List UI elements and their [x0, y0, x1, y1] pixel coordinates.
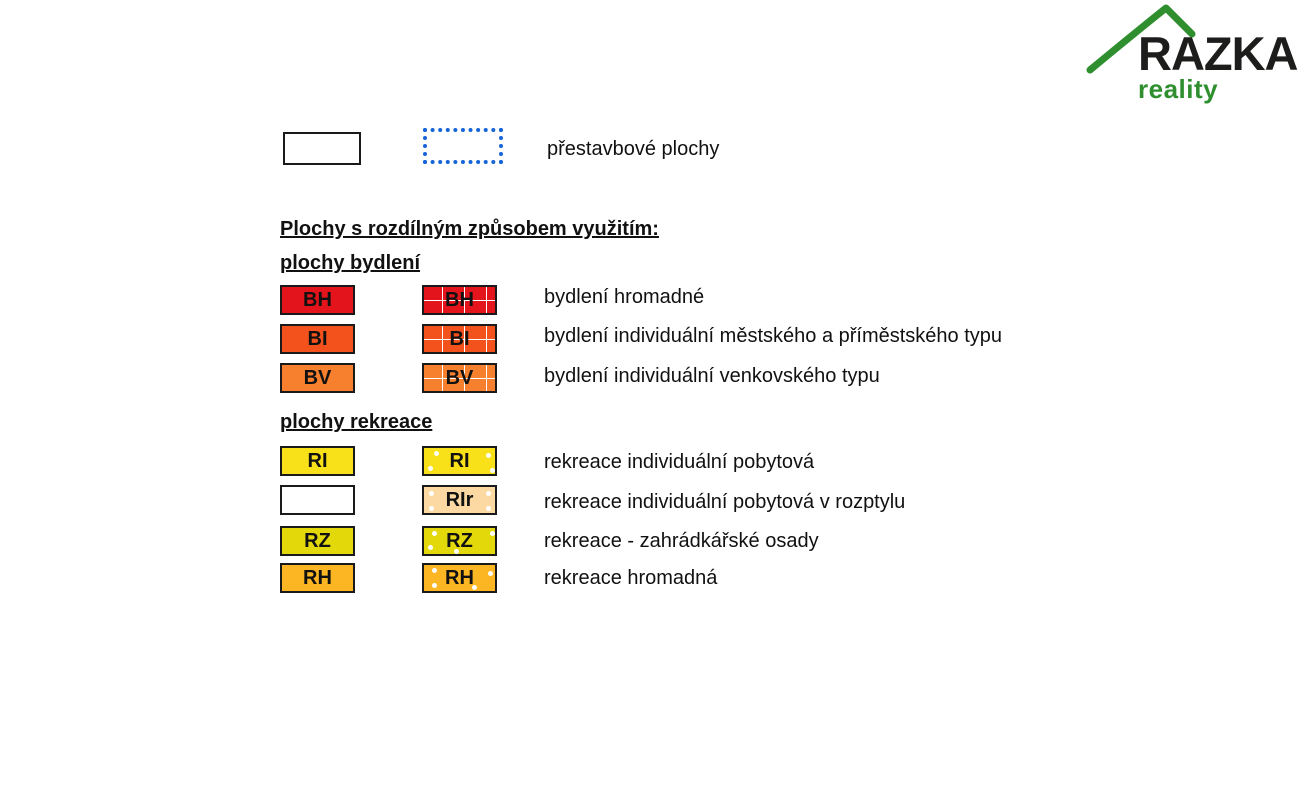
- recreation-label: rekreace individuální pobytová v rozptyl…: [544, 491, 906, 513]
- swatch-code: RH: [445, 567, 474, 589]
- recreation-swatch: RI: [280, 446, 355, 476]
- housing-label: bydlení hromadné: [544, 286, 705, 308]
- recreation-label: rekreace - zahrádkářské osady: [544, 530, 819, 552]
- recreation-label: rekreace individuální pobytová: [544, 451, 815, 473]
- housing-swatch: BH: [280, 285, 355, 315]
- section-heading: Plochy s rozdílným způsobem využitím:: [280, 218, 659, 240]
- housing-swatch: BV: [280, 363, 355, 393]
- logo-subtitle: reality: [1138, 74, 1219, 104]
- swatch-code: RI: [307, 450, 328, 472]
- swatch-code: BV: [303, 367, 332, 389]
- razka-logo: RAZKA reality: [1086, 4, 1304, 104]
- swatch-code: BH: [445, 289, 474, 311]
- swatch-code: BH: [303, 289, 332, 311]
- recreation-swatch-patterned: RH: [422, 563, 497, 593]
- dashed-outline-box: [423, 128, 503, 164]
- swatch-code: RI: [449, 450, 470, 472]
- swatch-code: RH: [303, 567, 332, 589]
- swatch-code: RZ: [446, 530, 473, 552]
- recreation-heading: plochy rekreace: [280, 411, 433, 433]
- swatch-code: BV: [445, 367, 474, 389]
- outline-box: [283, 132, 361, 165]
- swatch-code: BI: [307, 328, 328, 350]
- swatch-code: RZ: [304, 530, 331, 552]
- housing-swatch: BI: [280, 324, 355, 354]
- housing-heading: plochy bydlení: [280, 252, 421, 274]
- housing-swatch-patterned: BI: [422, 324, 497, 354]
- roof-icon: [1086, 4, 1196, 74]
- swatch-code: RIr: [445, 489, 474, 511]
- recreation-swatch: [280, 485, 355, 515]
- recreation-swatch: RZ: [280, 526, 355, 556]
- recreation-label: rekreace hromadná: [544, 567, 718, 589]
- housing-swatch-patterned: BV: [422, 363, 497, 393]
- recreation-swatch-patterned: RZ: [422, 526, 497, 556]
- housing-label: bydlení individuální venkovského typu: [544, 365, 880, 387]
- logo-word: RAZKA: [1138, 27, 1298, 80]
- rebuild-areas-label: přestavbové plochy: [547, 138, 720, 160]
- swatch-code: BI: [449, 328, 470, 350]
- recreation-swatch-patterned: RIr: [422, 485, 497, 515]
- housing-label: bydlení individuální městského a příměst…: [544, 325, 1003, 347]
- recreation-swatch: RH: [280, 563, 355, 593]
- recreation-swatch-patterned: RI: [422, 446, 497, 476]
- housing-swatch-patterned: BH: [422, 285, 497, 315]
